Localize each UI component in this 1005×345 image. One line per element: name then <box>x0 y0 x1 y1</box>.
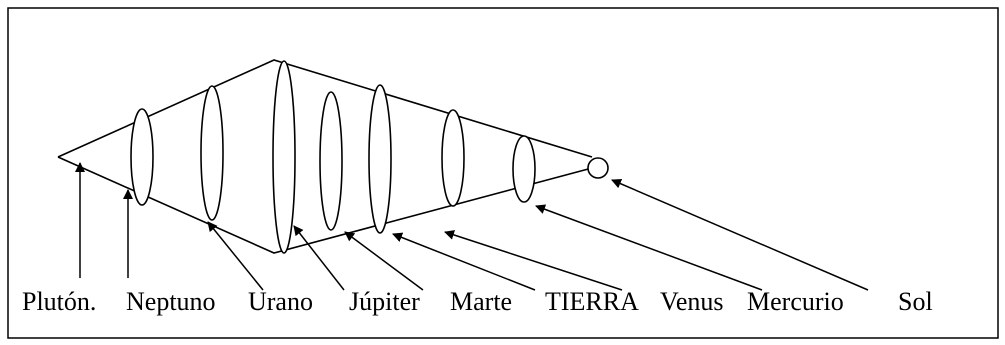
pluton-label: Plutón. <box>22 287 96 316</box>
jupiter-label: Júpiter <box>349 287 420 316</box>
neptuno-label: Neptuno <box>126 287 216 316</box>
tierra-label: TIERRA <box>545 287 639 316</box>
jupiter-ellipse <box>273 61 295 253</box>
marte-ellipse <box>320 92 342 230</box>
venus-ellipse <box>442 110 464 206</box>
urano-label: Urano <box>248 287 313 316</box>
tierra-ellipse <box>369 85 391 233</box>
mercurio-ellipse <box>513 136 535 202</box>
sol-label: Sol <box>898 287 933 316</box>
sol-circle <box>588 158 608 178</box>
marte-label: Marte <box>450 287 512 316</box>
neptuno-ellipse <box>131 109 153 205</box>
planet-labels: Plutón. Neptuno Urano Júpiter Marte TIER… <box>22 287 933 316</box>
mercurio-label: Mercurio <box>747 287 844 316</box>
urano-ellipse <box>201 86 223 220</box>
venus-label: Venus <box>660 287 724 316</box>
